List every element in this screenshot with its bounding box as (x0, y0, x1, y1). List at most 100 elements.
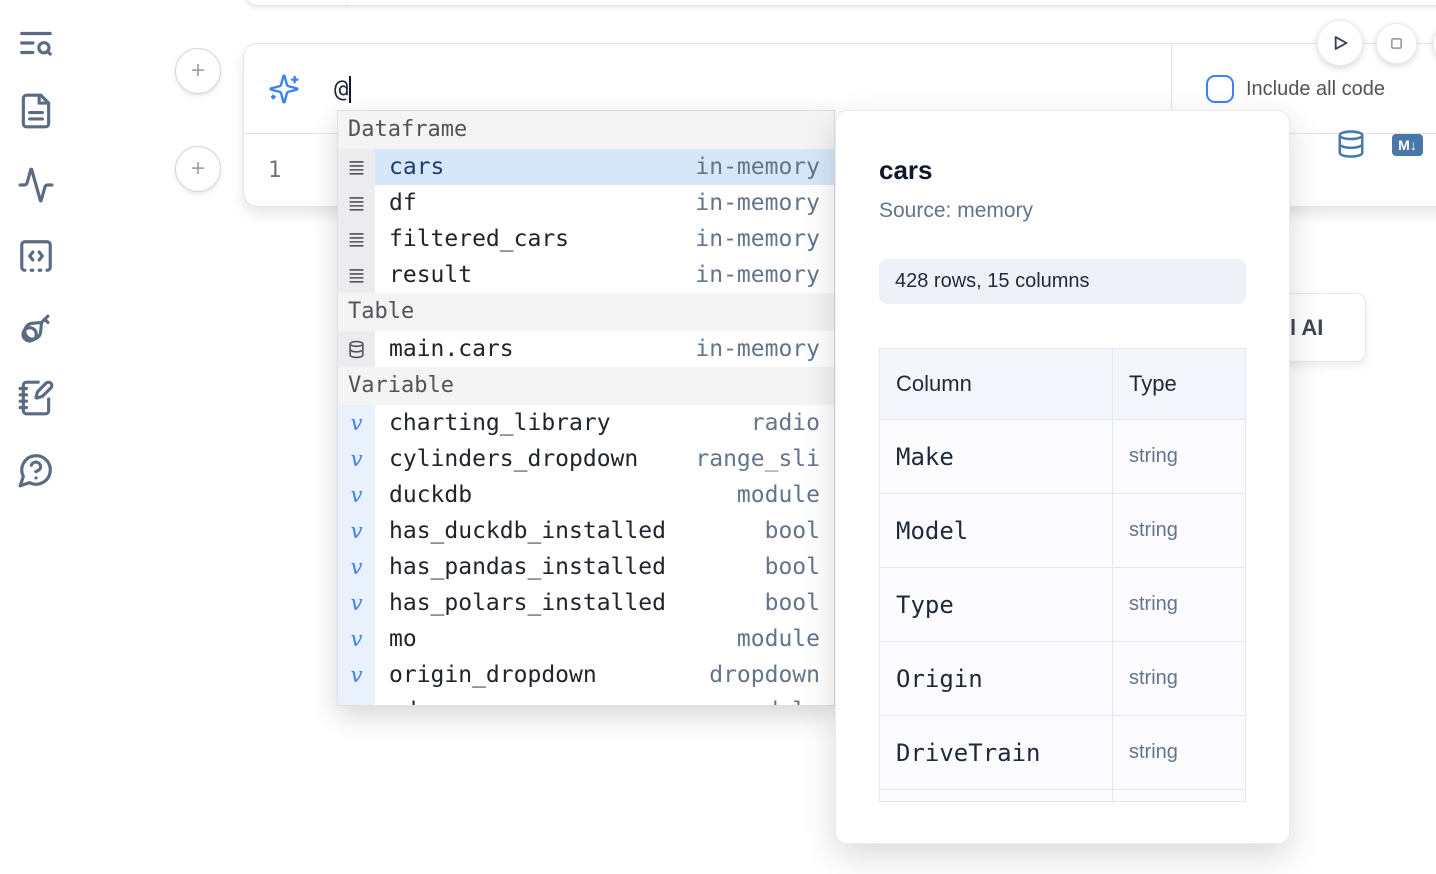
snippets-code-icon[interactable] (17, 237, 55, 275)
autocomplete-item-type: in-memory (695, 154, 820, 180)
sparkles-icon (268, 73, 300, 105)
autocomplete-item[interactable]: v pd module (338, 693, 834, 705)
dataframe-icon (349, 160, 364, 175)
schema-column-type: string (1129, 519, 1178, 541)
code-editor[interactable]: 1 (244, 134, 1436, 207)
previous-cell-divider (346, 0, 347, 5)
dataframe-icon (349, 232, 364, 247)
autocomplete-item[interactable]: v duckdb module (338, 477, 834, 513)
ai-language-button-label: l AI (1290, 314, 1324, 340)
autocomplete-item-name: main.cars (389, 336, 514, 362)
preview-title: cars (879, 155, 933, 185)
include-all-code-label: Include all code (1246, 77, 1385, 100)
ai-row-divider (1171, 44, 1172, 133)
schema-row: DriveTrain string (880, 715, 1245, 789)
type-header: Type (1129, 371, 1177, 396)
helper-sidebar (0, 0, 72, 874)
ai-prompt-input[interactable]: @ (334, 44, 734, 134)
include-all-code-checkbox[interactable] (1206, 75, 1234, 103)
text-search-icon[interactable] (17, 24, 55, 62)
autocomplete-item-name: origin_dropdown (389, 662, 597, 688)
autocomplete-item-name: has_pandas_installed (389, 554, 666, 580)
autocomplete-item-type: module (736, 482, 820, 508)
column-header: Column (880, 349, 1113, 419)
key-icon[interactable] (17, 309, 55, 347)
help-chat-icon[interactable] (17, 451, 55, 489)
autocomplete-item-name: duckdb (389, 482, 473, 508)
schema-column-type: string (1129, 741, 1178, 763)
schema-column-name: DriveTrain (896, 738, 1041, 767)
ai-prompt-text: @ (334, 75, 349, 103)
autocomplete-item-type: radio (750, 410, 820, 436)
autocomplete-item-type: bool (764, 554, 820, 580)
autocomplete-item-type: module (736, 626, 820, 652)
variable-icon: v (350, 519, 363, 543)
schema-column-name: Make (896, 442, 954, 471)
autocomplete-item-type: in-memory (695, 190, 820, 216)
schema-row: Make string (880, 419, 1245, 493)
autocomplete-item[interactable]: v charting_library radio (338, 405, 834, 441)
autocomplete-item[interactable]: v has_pandas_installed bool (338, 549, 834, 585)
variable-icon: v (350, 555, 363, 579)
autocomplete-item-name: cylinders_dropdown (389, 446, 639, 472)
markdown-badge-icon[interactable]: M↓ (1392, 134, 1423, 156)
file-text-icon[interactable] (17, 92, 55, 130)
autocomplete-item-type: dropdown (709, 662, 820, 688)
autocomplete-item-type: module (737, 698, 820, 705)
autocomplete-section-label: Variable (338, 367, 834, 405)
variable-icon: v (350, 483, 363, 507)
schema-column-type: string (1129, 445, 1178, 467)
variable-icon: v (350, 663, 363, 687)
variable-icon: v (351, 699, 363, 705)
schema-row: Origin string (880, 641, 1245, 715)
autocomplete-item-name: has_polars_installed (389, 590, 666, 616)
preview-shape-badge: 428 rows, 15 columns (879, 259, 1246, 304)
autocomplete-section-label: Table (338, 293, 834, 331)
autocomplete-item[interactable]: cars in-memory (338, 149, 834, 185)
schema-row: Type string (880, 567, 1245, 641)
schema-column-type: string (1129, 593, 1178, 615)
autocomplete-item-name: cars (389, 154, 445, 180)
database-icon[interactable] (1336, 129, 1366, 159)
autocomplete-item-name: pd (389, 698, 417, 705)
preview-source: Source: memory (879, 199, 1034, 222)
previous-cell-edge (245, 0, 1436, 6)
add-cell-above-button[interactable]: + (175, 48, 221, 94)
scratchpad-icon[interactable] (17, 379, 55, 417)
schema-header-row: Column Type (880, 349, 1245, 419)
schema-row: Model string (880, 493, 1245, 567)
autocomplete-item-name: charting_library (389, 410, 611, 436)
run-cell-button[interactable] (1317, 20, 1363, 66)
line-number: 1 (268, 158, 282, 183)
autocomplete-item-name: mo (389, 626, 417, 652)
autocomplete-item-type: in-memory (695, 226, 820, 252)
add-cell-below-button[interactable]: + (175, 146, 221, 192)
variable-icon: v (350, 411, 363, 435)
variable-icon: v (350, 627, 363, 651)
activity-icon[interactable] (17, 166, 55, 204)
autocomplete-item[interactable]: v mo module (338, 621, 834, 657)
dataframe-icon (349, 268, 364, 283)
play-icon (1334, 36, 1348, 50)
schema-column-name: Type (896, 590, 954, 619)
autocomplete-item-name: has_duckdb_installed (389, 518, 666, 544)
include-all-code-option: Include all code (1206, 44, 1385, 134)
schema-column-name: Origin (896, 664, 983, 693)
variable-icon: v (350, 447, 363, 471)
stop-cell-button[interactable] (1376, 23, 1417, 64)
schema-column-type: string (1129, 667, 1178, 689)
schema-column-name: Model (896, 516, 969, 545)
variable-icon: v (350, 591, 363, 615)
autocomplete-item[interactable]: v origin_dropdown dropdown (338, 657, 834, 693)
dataframe-preview-panel: cars Source: memory 428 rows, 15 columns… (835, 110, 1290, 844)
